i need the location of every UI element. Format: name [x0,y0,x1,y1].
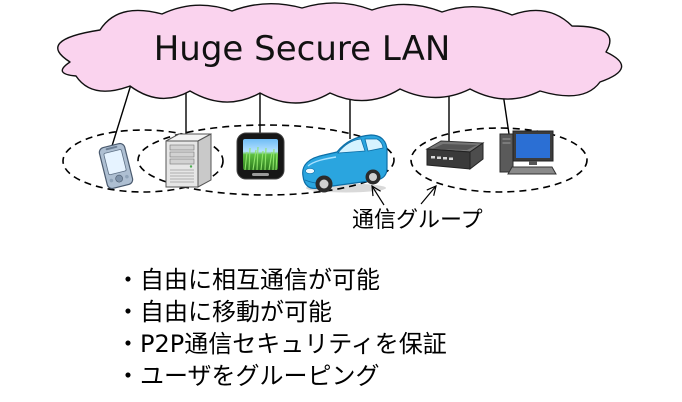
appliance-side-face [469,142,484,171]
car-side-window [364,138,384,152]
feature-item: ・自由に移動が可能 [116,298,332,326]
network-title: Huge Secure LAN [153,29,451,69]
pda-speaker [105,145,118,151]
car-front-hub [319,179,329,189]
car-rear-hub [369,173,377,181]
group-ellipse-right [410,127,588,193]
grass-blade [275,152,278,171]
connection-line-pda [111,77,134,147]
server-drive-bay [169,144,195,151]
group-ellipses [62,124,588,196]
appliance-port [431,156,435,159]
network-cloud [57,2,623,104]
pda-button-left [109,178,114,183]
server-power-led [189,165,193,168]
server-drive-bay [169,158,195,165]
server-side-face [197,133,212,188]
group-ellipse-left [62,129,224,193]
pda-screen [103,149,127,176]
desktop-pc-icon [499,130,557,175]
appliance-port [437,156,441,159]
server-icon [165,133,212,188]
feature-item: ・P2P通信セキュリティを保証 [116,330,447,358]
appliance-port [443,157,447,160]
pda-button-right [125,174,129,179]
pda-nav-button [115,174,123,183]
car-hood-highlight [307,156,337,167]
feature-item: ・自由に相互通信が可能 [116,266,380,294]
arrow-to-right-group [420,184,437,205]
grass-blade [256,146,259,171]
grass-blade [268,151,273,171]
grass-blade [252,149,257,171]
photo-frame-base-strip [252,173,269,176]
photo-frame-screen [243,139,278,170]
group-ellipse-middle [137,124,395,196]
appliance-icon [425,140,485,171]
server-vents [170,169,194,183]
pda-icon [98,142,134,190]
grass-blade [260,150,264,171]
feature-list: ・自由に相互通信が可能 ・自由に移動が可能 ・P2P通信セキュリティを保証 ・ユ… [116,264,447,392]
car-windshield [337,138,366,154]
grass-blade [264,147,267,171]
photo-frame-grass [244,146,278,171]
pc-monitor-stand [529,161,537,165]
pc-keyboard [507,166,557,175]
grass-blade [248,147,251,171]
appliance-port [449,157,453,160]
grass-blade [244,151,248,171]
appliance-front-face [426,148,471,170]
server-drive-bay [169,151,195,158]
appliance-top-recess [432,144,477,150]
pc-tower [499,133,514,173]
group-label-arrows [371,184,437,206]
pc-monitor-screen [516,134,550,158]
car-icon [302,134,388,193]
photo-frame-icon [236,132,285,180]
car-headlight [305,168,315,174]
grass-blade [272,148,275,171]
group-label: 通信グループ [352,208,483,233]
feature-item: ・ユーザをグルーピング [116,362,380,390]
arrow-to-middle-group [371,184,385,206]
